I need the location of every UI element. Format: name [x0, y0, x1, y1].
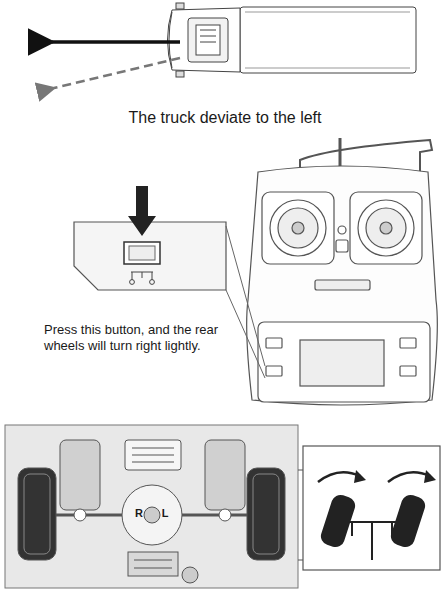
deviation-arrow — [54, 58, 180, 88]
caption-text: The truck deviate to the left — [60, 108, 390, 128]
instruction-text: Press this button, and the rear wheels w… — [44, 322, 234, 355]
truck-top-view — [168, 3, 417, 77]
direction-letter: L — [158, 507, 172, 521]
direction-letter: R — [132, 507, 146, 521]
chassis-view — [5, 425, 298, 588]
wheel-inset — [298, 446, 440, 570]
straight-arrow — [52, 40, 180, 44]
transmitter — [247, 138, 438, 405]
